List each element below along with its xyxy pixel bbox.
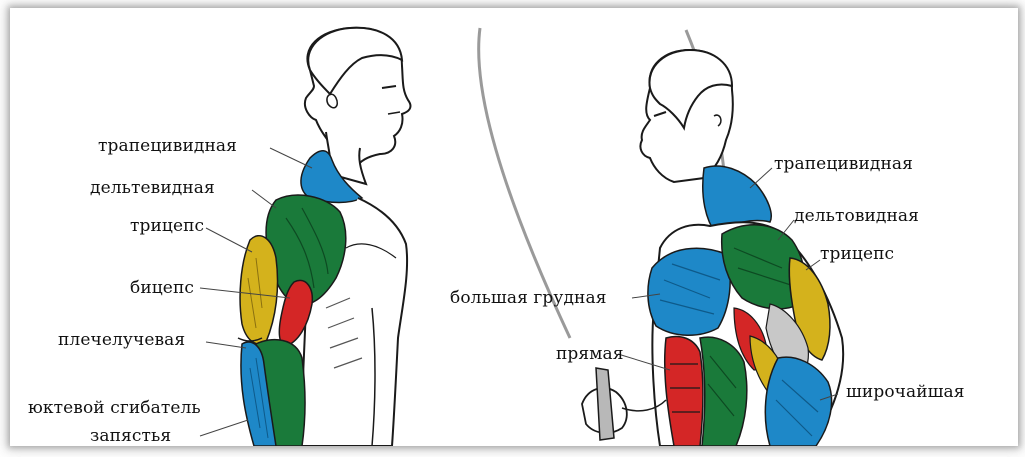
label-right-latissimus: широчайшая [846, 382, 965, 402]
label-left-wrist-flexor-line1: юктевой сгибатель [28, 398, 201, 418]
label-left-deltoid: дельтевидная [90, 178, 215, 198]
label-left-biceps: бицепс [130, 278, 194, 298]
label-right-rectus: прямая [556, 344, 624, 364]
label-left-trapezius: трапецивидная [98, 136, 237, 156]
right-pectoralis-muscle [648, 248, 730, 335]
label-left-triceps: трицепс [130, 216, 204, 236]
left-figure [238, 28, 410, 446]
left-triceps-muscle [240, 236, 277, 344]
right-figure [582, 50, 843, 446]
label-left-wrist-flexor-line2: запястья [90, 426, 171, 446]
cable-handle [596, 368, 614, 440]
label-right-pectoralis: большая грудная [450, 288, 607, 308]
label-right-trapezius: трапецивидная [774, 154, 913, 174]
label-right-deltoid: дельтовидная [794, 206, 919, 226]
label-right-triceps: трицепс [820, 244, 894, 264]
illustration-frame: трапецивидная дельтевидная трицепс бицеп… [10, 8, 1018, 446]
right-oblique-muscle [700, 337, 747, 446]
label-left-brachioradialis: плечелучевая [58, 330, 185, 350]
